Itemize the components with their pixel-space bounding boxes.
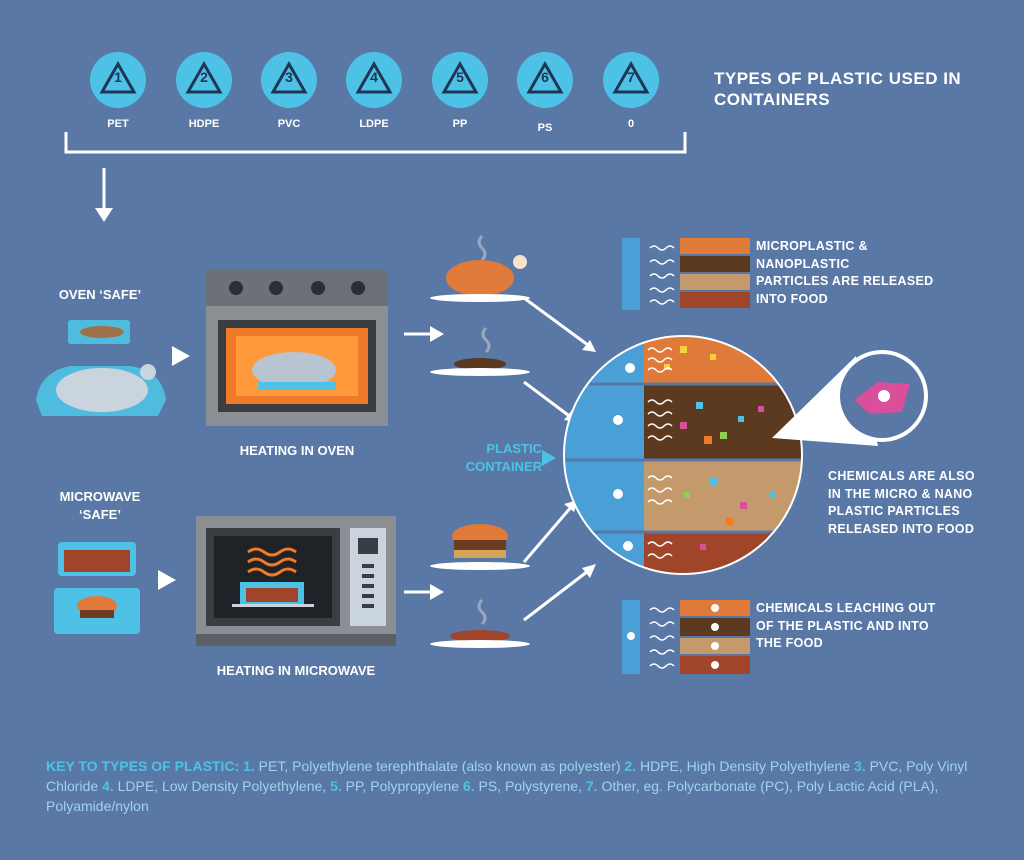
oven-icon bbox=[206, 270, 388, 426]
microwave-safe-label: MICROWAVE‘SAFE’ bbox=[59, 489, 141, 522]
recycle-icon bbox=[270, 60, 308, 94]
steam-icon bbox=[477, 598, 487, 626]
arrow-right-icon bbox=[404, 584, 444, 600]
key-item: 4. LDPE, Low Density Polyethylene, bbox=[98, 778, 326, 794]
key-item-text: PVC, Poly Vinyl Chloride bbox=[46, 758, 968, 794]
key-item-number: 7. bbox=[585, 778, 598, 794]
plastic-number: 3 bbox=[285, 69, 293, 85]
leaching-legend bbox=[622, 600, 750, 674]
microwave-caption: HEATING IN MICROWAVE bbox=[216, 663, 376, 678]
microwave-icon bbox=[196, 516, 396, 646]
arrow-down-icon bbox=[95, 168, 113, 222]
microwave-food-plates bbox=[430, 524, 530, 648]
key-item-number: 5. bbox=[330, 778, 342, 794]
plastic-code: HDPE bbox=[188, 118, 220, 130]
oven-caption: HEATING IN OVEN bbox=[239, 443, 355, 458]
oven-food-plates bbox=[430, 234, 530, 376]
key-item-text: HDPE, High Density Polyethylene bbox=[640, 758, 851, 774]
plastic-code: PS bbox=[537, 122, 553, 134]
key-item-text: PS, Polystyrene, bbox=[478, 778, 582, 794]
plastic-number: 1 bbox=[114, 69, 122, 85]
key-item-text: PET, Polyethylene terephthalate (also kn… bbox=[258, 758, 621, 774]
recycle-icon bbox=[99, 60, 137, 94]
key-item-number: 2. bbox=[624, 758, 637, 774]
recycle-icon bbox=[612, 60, 650, 94]
key-item-text: Other, eg. Polycarbonate (PC), Poly Lact… bbox=[46, 778, 939, 814]
magnified-particle bbox=[772, 350, 928, 446]
plastic-code: LDPE bbox=[359, 118, 389, 130]
arrow-right-icon bbox=[542, 450, 556, 466]
key-item-number: 1. bbox=[243, 758, 255, 774]
key-item-text: PP, Polypropylene bbox=[345, 778, 460, 794]
oven-containers bbox=[36, 320, 166, 416]
plastic-number: 4 bbox=[370, 69, 378, 85]
plastic-number: 7 bbox=[627, 69, 635, 85]
key-item-number: 4. bbox=[102, 778, 114, 794]
arrow-right-icon bbox=[158, 570, 176, 590]
container-cross-section bbox=[563, 335, 803, 575]
plastic-badge-pp: 5 bbox=[432, 52, 488, 108]
plastic-code: PP bbox=[452, 118, 468, 130]
key-item-number: 6. bbox=[462, 778, 475, 794]
plastic-number: 5 bbox=[456, 69, 464, 85]
page-title: TYPES OF PLASTIC USED IN CONTAINERS bbox=[714, 69, 962, 109]
recycle-icon bbox=[185, 60, 223, 94]
recycle-icon bbox=[355, 60, 393, 94]
arrow-right-icon bbox=[172, 346, 190, 366]
key-item: 3. PVC, Poly Vinyl Chloride bbox=[46, 758, 967, 794]
skull-icon bbox=[627, 604, 719, 669]
plastic-badge-pet: 1 bbox=[90, 52, 146, 108]
microplastic-legend bbox=[622, 238, 750, 310]
key-item-number: 3. bbox=[854, 758, 866, 774]
plastic-badge-ldpe: 4 bbox=[346, 52, 402, 108]
steam-icon bbox=[477, 234, 487, 262]
steam-icon bbox=[481, 326, 491, 354]
skull-icon bbox=[613, 363, 635, 551]
key-item: 2. HDPE, High Density Polyethylene bbox=[621, 758, 851, 774]
bracket bbox=[64, 132, 687, 222]
plastic-code: PVC bbox=[277, 118, 301, 130]
key-item-text: LDPE, Low Density Polyethylene, bbox=[117, 778, 327, 794]
plastic-number: 2 bbox=[200, 69, 208, 85]
plastic-badge-0: 7 bbox=[603, 52, 659, 108]
recycle-icon bbox=[526, 60, 564, 94]
key-item: 5. PP, Polypropylene bbox=[326, 778, 459, 794]
plastic-key: KEY TO TYPES OF PLASTIC: 1. PET, Polyeth… bbox=[46, 756, 1006, 816]
key-item: 6. PS, Polystyrene, bbox=[459, 778, 582, 794]
wave-icon bbox=[647, 347, 673, 559]
skull-icon bbox=[878, 390, 890, 402]
arrow-right-icon bbox=[404, 326, 444, 342]
key-item: 1. PET, Polyethylene terephthalate (also… bbox=[243, 758, 620, 774]
plastic-badge-pvc: 3 bbox=[261, 52, 317, 108]
plastic-number: 6 bbox=[541, 69, 549, 85]
plastic-code: PET bbox=[107, 118, 129, 130]
recycle-icon bbox=[441, 60, 479, 94]
microwave-containers bbox=[54, 542, 140, 634]
oven-safe-label: OVEN ‘SAFE’ bbox=[58, 287, 142, 302]
plastic-badge-hdpe: 2 bbox=[176, 52, 232, 108]
key-item: 7. Other, eg. Polycarbonate (PC), Poly L… bbox=[46, 778, 938, 814]
key-heading: KEY TO TYPES OF PLASTIC: bbox=[46, 758, 240, 774]
plastic-code: 0 bbox=[627, 118, 635, 130]
plastic-badge-ps: 6 bbox=[517, 52, 573, 108]
